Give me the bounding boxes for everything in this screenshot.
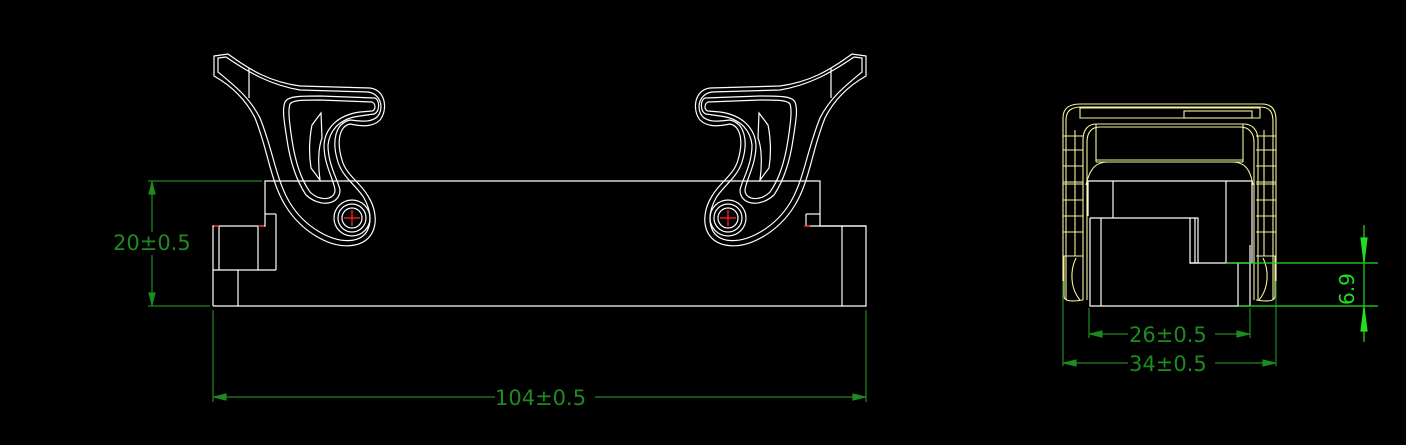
side-view-step-dimension — [1226, 225, 1378, 342]
dimension-step-height-label: 6.9 — [1335, 273, 1359, 305]
pivot-center-marks — [214, 210, 810, 227]
front-view — [212, 53, 867, 307]
side-view-body — [1087, 180, 1253, 307]
side-view — [1062, 103, 1277, 307]
left-latch-lever — [213, 53, 386, 247]
dimension-width-label: 104±0.5 — [495, 386, 586, 410]
right-latch-lever — [694, 53, 867, 247]
dimension-outer-width-label: 34±0.5 — [1129, 352, 1207, 376]
side-view-dimensions — [1062, 281, 1277, 367]
base-body — [212, 180, 867, 307]
side-view-housing — [1062, 103, 1277, 302]
dimension-inner-width-label: 26±0.5 — [1129, 323, 1207, 347]
front-view-dimensions — [148, 180, 867, 402]
dimension-height-label: 20±0.5 — [113, 231, 191, 255]
